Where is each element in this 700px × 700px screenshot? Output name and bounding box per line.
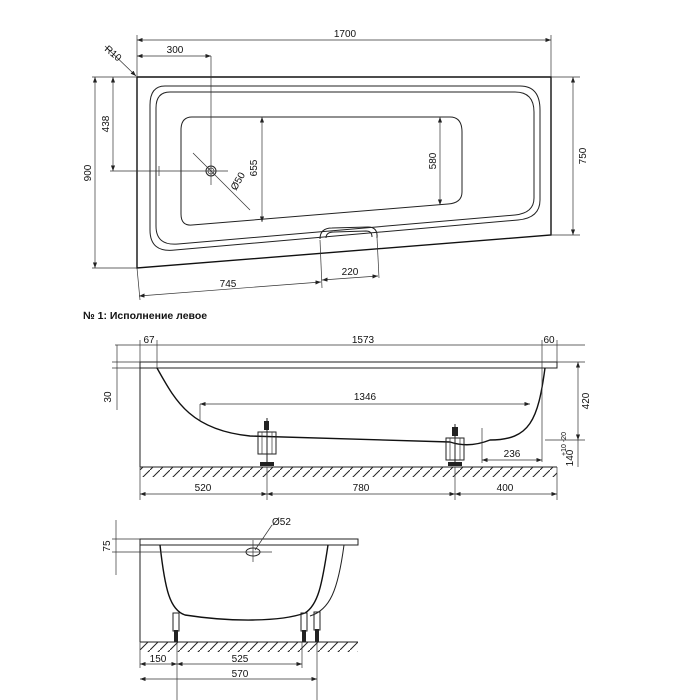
- dim-label-420: 420: [581, 392, 592, 409]
- leg-icon: [300, 612, 308, 642]
- dim-label-580: 580: [428, 152, 439, 169]
- dim-line-745: [138, 280, 322, 298]
- dim-label-diameter-52: Ø52: [272, 517, 291, 528]
- dim-label-400: 400: [497, 483, 514, 494]
- basin-profile: [159, 544, 329, 621]
- ext-line: [136, 267, 141, 301]
- dim-label-525: 525: [232, 654, 249, 665]
- dim-label-750: 750: [578, 147, 589, 164]
- rim-inner: [155, 91, 535, 245]
- floor-hatch: [140, 467, 557, 477]
- dim-label-220: 220: [342, 267, 359, 278]
- dim-label-67: 67: [143, 335, 155, 346]
- dim-line-diameter-52: [254, 524, 273, 551]
- handle-outline: [319, 226, 378, 240]
- top-view: 1700 300 R10 900 438 750 655 580 Ø50 745…: [83, 29, 589, 301]
- side-view: 67 1573 60 30 1346 420 140 +10 -20 236 5…: [103, 335, 592, 500]
- dim-label-300: 300: [167, 45, 184, 56]
- dim-line-220: [321, 274, 379, 282]
- dim-label-520: 520: [195, 483, 212, 494]
- floor-hatch: [140, 642, 358, 652]
- dim-label-655: 655: [249, 159, 260, 176]
- dim-label-150: 150: [150, 654, 167, 665]
- dim-label-140: 140: [565, 449, 576, 466]
- dim-line-r10: [104, 45, 137, 77]
- ext-line: [376, 236, 380, 279]
- leg-icon: [445, 424, 465, 466]
- outer-shell: [309, 544, 345, 617]
- dim-label-1346: 1346: [354, 392, 377, 403]
- handle-inner: [325, 230, 373, 239]
- basin-profile: [156, 367, 546, 446]
- dim-label-745: 745: [220, 279, 237, 290]
- dim-label-236: 236: [504, 449, 521, 460]
- dim-label-diameter-50: Ø50: [229, 170, 248, 192]
- dim-label-1700: 1700: [334, 29, 357, 40]
- tub-outline: [136, 76, 552, 269]
- rim-outer: [149, 85, 541, 251]
- ext-line: [319, 239, 323, 289]
- end-view: Ø52 75 150 525 570: [102, 517, 359, 700]
- leg-icon: [257, 418, 277, 466]
- dim-label-570: 570: [232, 669, 249, 680]
- leg-icon: [313, 611, 321, 642]
- dim-label-900: 900: [83, 164, 94, 181]
- dim-label-780: 780: [353, 483, 370, 494]
- variant-caption: № 1: Исполнение левое: [83, 310, 207, 322]
- leg-icon: [172, 612, 180, 642]
- dim-label-75: 75: [102, 540, 113, 552]
- dim-label-1573: 1573: [352, 335, 375, 346]
- dim-line-diameter-50: [192, 152, 251, 211]
- basin-floor: [180, 116, 463, 226]
- dim-label-tolerance: +10 -20: [561, 432, 568, 456]
- rim: [139, 538, 359, 546]
- rim: [139, 361, 558, 369]
- dim-label-60: 60: [543, 335, 555, 346]
- dim-label-30: 30: [103, 391, 114, 403]
- dim-label-438: 438: [101, 115, 112, 132]
